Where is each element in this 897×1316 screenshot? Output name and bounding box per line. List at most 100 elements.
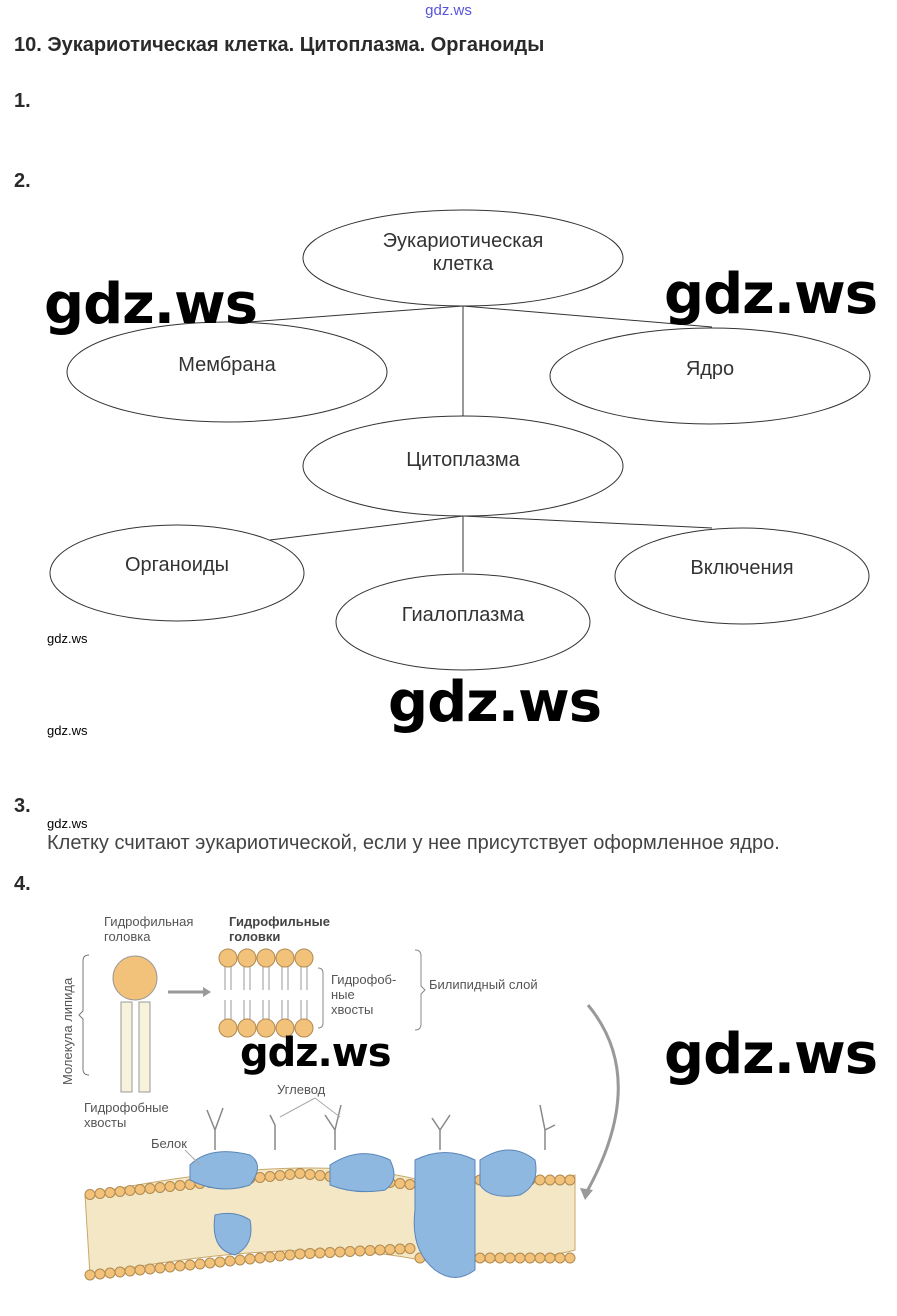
- lipid-head: [256, 948, 276, 968]
- label-line: головки: [229, 929, 281, 944]
- node-eukaryotic-cell: Эукариотическая клетка: [382, 230, 544, 275]
- protein: [413, 1152, 476, 1278]
- lipid-head: [404, 1243, 416, 1254]
- item-number: 3.: [14, 795, 31, 817]
- lipid-head: [214, 1256, 226, 1268]
- lipid-head: [314, 1170, 326, 1181]
- lipid-head: [354, 1245, 366, 1257]
- label-lipid-molecule: Молекула липида: [60, 977, 75, 1085]
- lipid-head: [144, 1183, 156, 1194]
- bracket: [317, 967, 324, 1029]
- lipid-head: [124, 1185, 136, 1196]
- lipid-head: [294, 1168, 306, 1179]
- lipid-head: [384, 1244, 396, 1255]
- lipid-head: [256, 1018, 276, 1038]
- lipid-head: [254, 1252, 266, 1264]
- lipid-head: [174, 1260, 186, 1272]
- lipid-head: [84, 1189, 96, 1200]
- lipid-head: [284, 1249, 296, 1261]
- arrow-icon: [583, 1004, 620, 1196]
- lipid-head: [554, 1174, 566, 1186]
- protein: [213, 1212, 252, 1256]
- lipid-head: [294, 1248, 306, 1260]
- watermark-link[interactable]: gdz.ws: [425, 2, 472, 19]
- node-ellipse: [335, 573, 591, 671]
- lipid-tail: [120, 1001, 133, 1093]
- protein: [189, 1151, 258, 1190]
- lipid-head: [544, 1252, 556, 1264]
- lipid-head: [112, 955, 158, 1001]
- lipid-head: [334, 1246, 346, 1258]
- lipid-head: [124, 1265, 136, 1277]
- lipid-head: [94, 1188, 106, 1199]
- lipid-head: [264, 1171, 276, 1182]
- node-ellipse: [66, 321, 388, 423]
- lipid-head: [534, 1252, 546, 1264]
- lipid-head: [374, 1244, 386, 1256]
- lipid-head: [134, 1264, 146, 1276]
- watermark: gdz.ws: [44, 272, 258, 337]
- watermark: gdz.ws: [664, 262, 878, 327]
- concept-diagram: [49, 209, 871, 671]
- label-bilipid-layer: Билипидный слой: [429, 977, 538, 992]
- node-ellipse: [302, 415, 624, 517]
- label-line: ные: [331, 987, 355, 1002]
- lipid-head: [224, 1255, 236, 1267]
- protein: [479, 1149, 537, 1197]
- leader-lines: [184, 1097, 341, 1166]
- lipid-head: [275, 948, 295, 968]
- label-line: хвосты: [331, 1002, 374, 1017]
- connector-line: [462, 305, 713, 328]
- lipid-head: [564, 1252, 576, 1264]
- watermark: gdz.ws: [664, 1022, 878, 1087]
- node-hyaloplasm: Гиалоплазма: [401, 604, 525, 626]
- lipid-head: [134, 1184, 146, 1195]
- label-line: Гидрофильные: [229, 914, 330, 929]
- node-nucleus: Ядро: [685, 358, 735, 380]
- small-watermark: gdz.ws: [47, 816, 88, 831]
- lipid-head: [218, 948, 238, 968]
- bracket: [78, 954, 90, 1076]
- small-watermark: gdz.ws: [47, 631, 88, 646]
- protein: [329, 1153, 395, 1193]
- lipid-head: [154, 1182, 166, 1193]
- lipid-head: [394, 1178, 406, 1189]
- lipid-head: [314, 1247, 326, 1259]
- lipid-head: [94, 1268, 106, 1280]
- lipid-head: [514, 1252, 526, 1264]
- lipid-head: [114, 1266, 126, 1278]
- lipid-head: [114, 1186, 126, 1197]
- lipid-head: [174, 1180, 186, 1191]
- node-cytoplasm: Цитоплазма: [406, 449, 520, 471]
- connector-line: [234, 305, 464, 324]
- lipid-head: [204, 1257, 216, 1269]
- lipid-head: [237, 1018, 257, 1038]
- lipid-head: [484, 1252, 496, 1264]
- lipid-tail: [138, 1001, 151, 1093]
- lipid-head: [294, 948, 314, 968]
- lipid-head: [534, 1174, 546, 1186]
- label-line: Гидрофильная: [104, 914, 194, 929]
- lipid-head: [84, 1269, 96, 1281]
- lipid-head: [144, 1263, 156, 1275]
- bracket: [414, 949, 426, 1031]
- lipid-head: [237, 948, 257, 968]
- arrow-icon: [203, 987, 211, 997]
- lipid-head: [364, 1245, 376, 1256]
- lipid-head: [294, 1018, 314, 1038]
- connector-line: [269, 515, 464, 541]
- watermark: gdz.ws: [240, 1030, 392, 1076]
- connector-line: [462, 515, 713, 529]
- lipid-head: [274, 1250, 286, 1262]
- label-protein: Белок: [151, 1136, 187, 1151]
- label-line: Гидрофоб-: [331, 972, 397, 987]
- lipid-head: [524, 1252, 536, 1264]
- lipid-head: [274, 1170, 286, 1181]
- lipid-head: [154, 1262, 166, 1274]
